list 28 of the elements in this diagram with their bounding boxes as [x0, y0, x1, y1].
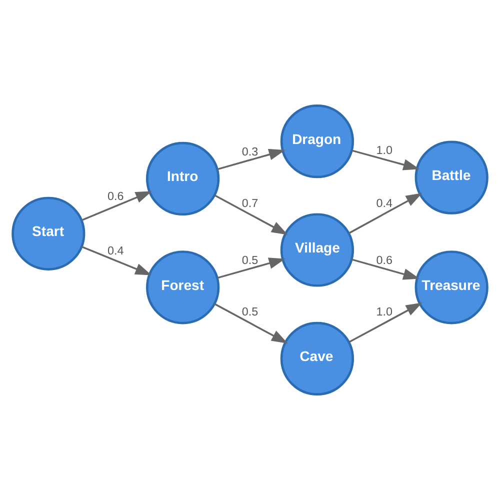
edge-label: 0.4 — [376, 196, 393, 210]
arrow — [348, 192, 422, 234]
edge-label: 0.7 — [242, 196, 258, 210]
arrow — [351, 258, 420, 280]
node-circle: Forest — [146, 250, 220, 324]
edge-label: 0.6 — [376, 254, 393, 268]
node-circle: Dragon — [280, 104, 354, 178]
node-circle: Village — [280, 213, 354, 287]
edge-label: 0.5 — [242, 254, 258, 268]
node-circle: Battle — [414, 140, 488, 214]
arrow — [348, 302, 422, 343]
arrow — [217, 148, 286, 170]
arrow — [214, 303, 288, 344]
arrow — [81, 191, 152, 222]
edge-label: 0.4 — [107, 244, 124, 258]
edge-label: 1.0 — [376, 144, 393, 158]
edge-label: 0.3 — [242, 145, 258, 158]
arrow — [214, 194, 288, 235]
edge-label: 1.0 — [376, 305, 393, 318]
node-circle: Treasure — [414, 250, 488, 324]
node-circle: Cave — [280, 322, 354, 396]
arrow — [351, 150, 420, 170]
edge-label: 0.5 — [242, 305, 258, 318]
arrow — [82, 246, 152, 276]
arrow — [217, 258, 286, 279]
edge-label: 0.6 — [107, 190, 124, 203]
node-circle: Start — [12, 196, 86, 270]
node-circle: Intro — [146, 142, 220, 216]
